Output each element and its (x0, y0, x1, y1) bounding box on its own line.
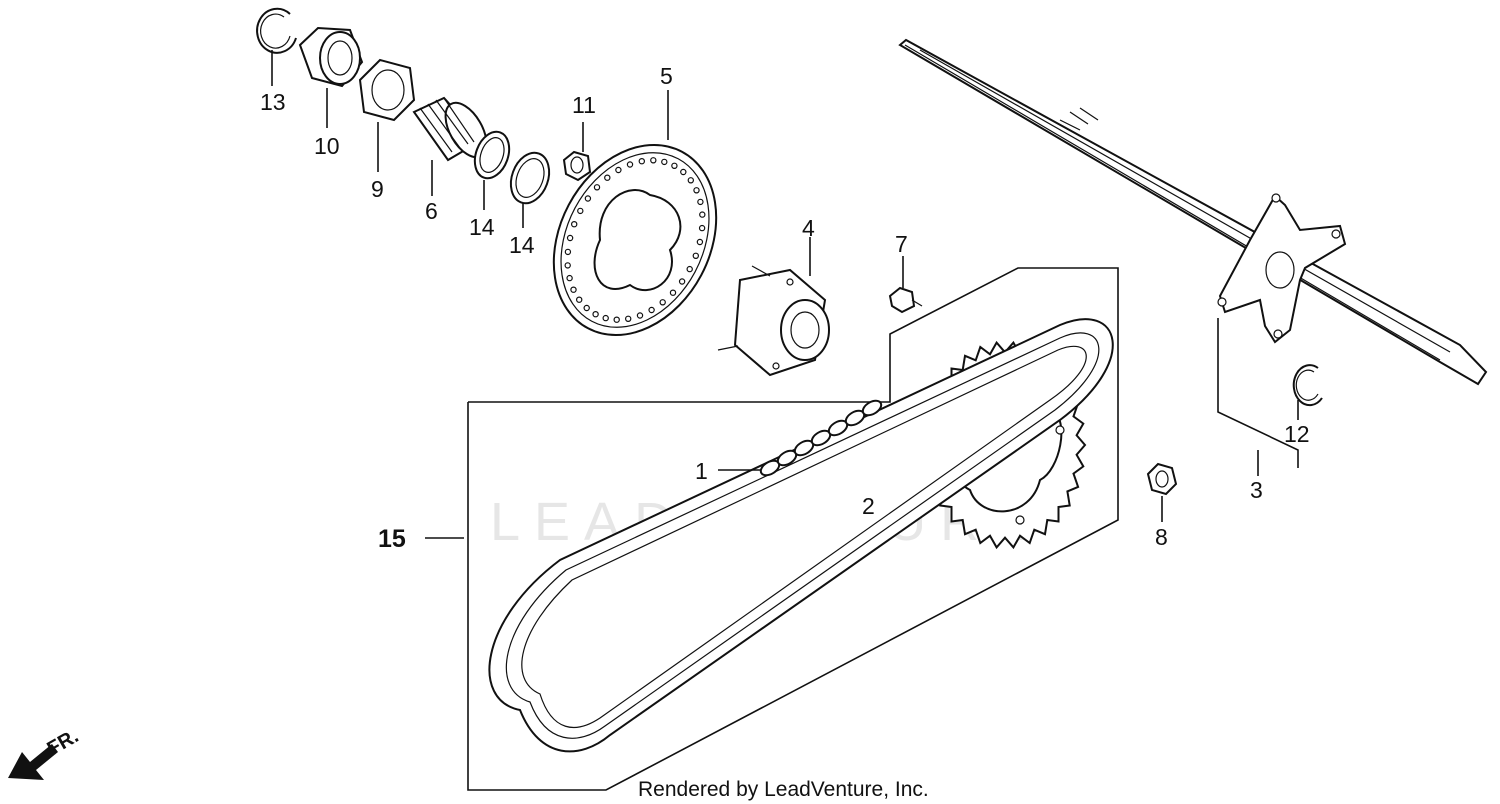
disc-hole (697, 198, 704, 206)
disc-hole (650, 157, 657, 164)
disc-hole (659, 299, 666, 306)
disc-hole (648, 306, 655, 314)
callout-4: 4 (802, 215, 815, 241)
disc-hole (593, 184, 601, 191)
nut-11[interactable] (562, 150, 592, 182)
chain-link (861, 399, 883, 417)
disc-hole (693, 187, 700, 194)
lock-nut-9[interactable] (358, 58, 416, 122)
kit-frame-15 (425, 267, 1119, 791)
callout-6: 6 (425, 198, 438, 224)
o-ring-14b[interactable] (504, 147, 556, 208)
collar-10[interactable] (298, 26, 364, 88)
disc-hole (671, 162, 678, 169)
callout-2: 2 (862, 493, 875, 519)
disc-hole (636, 312, 644, 319)
disc-hole (613, 316, 620, 323)
disc-hole (678, 278, 686, 285)
disc-hole (564, 248, 572, 256)
disc-hole (687, 177, 695, 184)
disc-hole (661, 158, 668, 166)
disc-hole (669, 289, 677, 296)
disc-hole (696, 238, 704, 246)
bolt-7[interactable] (888, 286, 923, 314)
render-credit: Rendered by LeadVenture, Inc. (638, 778, 929, 801)
callout-7: 7 (895, 231, 908, 257)
callout-11: 11 (572, 92, 596, 118)
disc-hole (615, 166, 622, 174)
callout-9: 9 (371, 176, 384, 202)
disc-hole (571, 220, 578, 228)
disc-hole (698, 224, 706, 232)
front-direction-arrow: FR. (8, 725, 82, 780)
disc-hole (638, 157, 646, 165)
axle-3[interactable] (898, 38, 1488, 386)
disc-hole (625, 315, 632, 322)
disc-hole (566, 274, 573, 282)
circlip-12[interactable] (1292, 364, 1323, 407)
hub-4[interactable] (717, 265, 830, 377)
disc-hole (577, 207, 584, 215)
disc-hole (680, 168, 687, 176)
callout-1: 1 (695, 458, 708, 484)
brake-disc-5[interactable] (522, 116, 748, 363)
disc-hole (686, 265, 693, 273)
disc-hole (584, 195, 592, 202)
drive-chain-1[interactable] (488, 318, 1114, 753)
callout-10: 10 (314, 133, 340, 159)
callout-15: 15 (378, 525, 406, 553)
callout-3: 3 (1250, 477, 1263, 503)
disc-hole (576, 296, 583, 303)
o-ring-14a[interactable] (469, 127, 515, 183)
disc-hole (592, 311, 599, 318)
callout-14b: 14 (509, 232, 535, 258)
disc-hole (570, 286, 577, 293)
callout-12: 12 (1284, 421, 1310, 447)
circlip-13[interactable] (256, 7, 297, 54)
callout-5: 5 (660, 63, 673, 89)
nut-8[interactable] (1146, 462, 1178, 496)
disc-hole (583, 304, 590, 312)
disc-hole (699, 211, 706, 218)
callout-8: 8 (1155, 524, 1168, 550)
disc-hole (692, 252, 700, 259)
disc-hole (566, 234, 574, 242)
disc-hole (626, 161, 634, 168)
callout-13: 13 (260, 89, 286, 115)
disc-hole (602, 314, 609, 322)
disc-hole (564, 262, 571, 269)
callout-14a: 14 (469, 214, 495, 240)
disc-hole (604, 174, 611, 181)
